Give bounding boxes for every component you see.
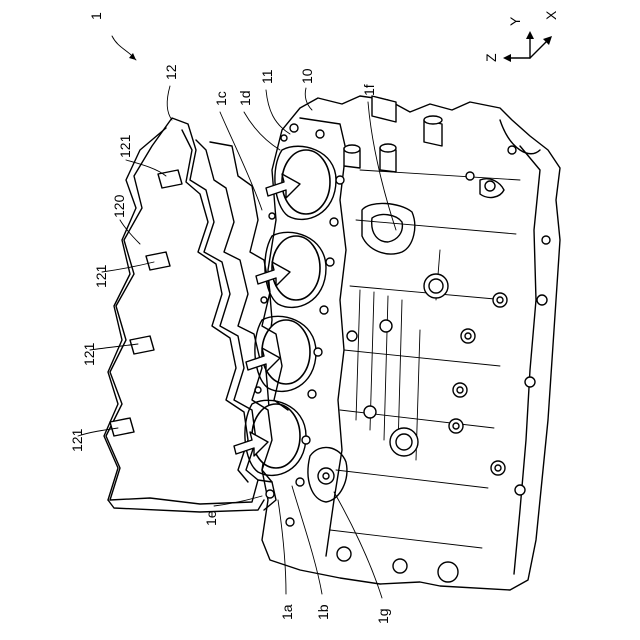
axis-z-label: Z [483,53,499,62]
label-1a: 1a [279,604,295,620]
label-120: 120 [111,194,127,218]
label-121-third: 121 [81,342,97,366]
label-121-second: 121 [93,264,109,288]
figure-number: 1 [88,12,136,60]
label-10: 10 [299,68,315,84]
label-1f: 1f [361,84,377,96]
label-1c: 1c [213,91,229,106]
coordinate-axes: Z Y X [483,10,559,62]
figure-number-text: 1 [88,12,104,20]
cylinder-block [245,96,560,590]
axis-x-label: X [543,10,559,20]
label-11: 11 [259,69,275,84]
label-121-top: 121 [117,134,133,158]
label-1d: 1d [237,90,253,106]
axis-y-label: Y [507,16,523,26]
label-12: 12 [163,64,179,80]
label-1g: 1g [375,608,391,624]
label-121-bottom: 121 [69,428,85,452]
label-1b: 1b [315,604,331,620]
label-1e: 1e [203,510,219,526]
